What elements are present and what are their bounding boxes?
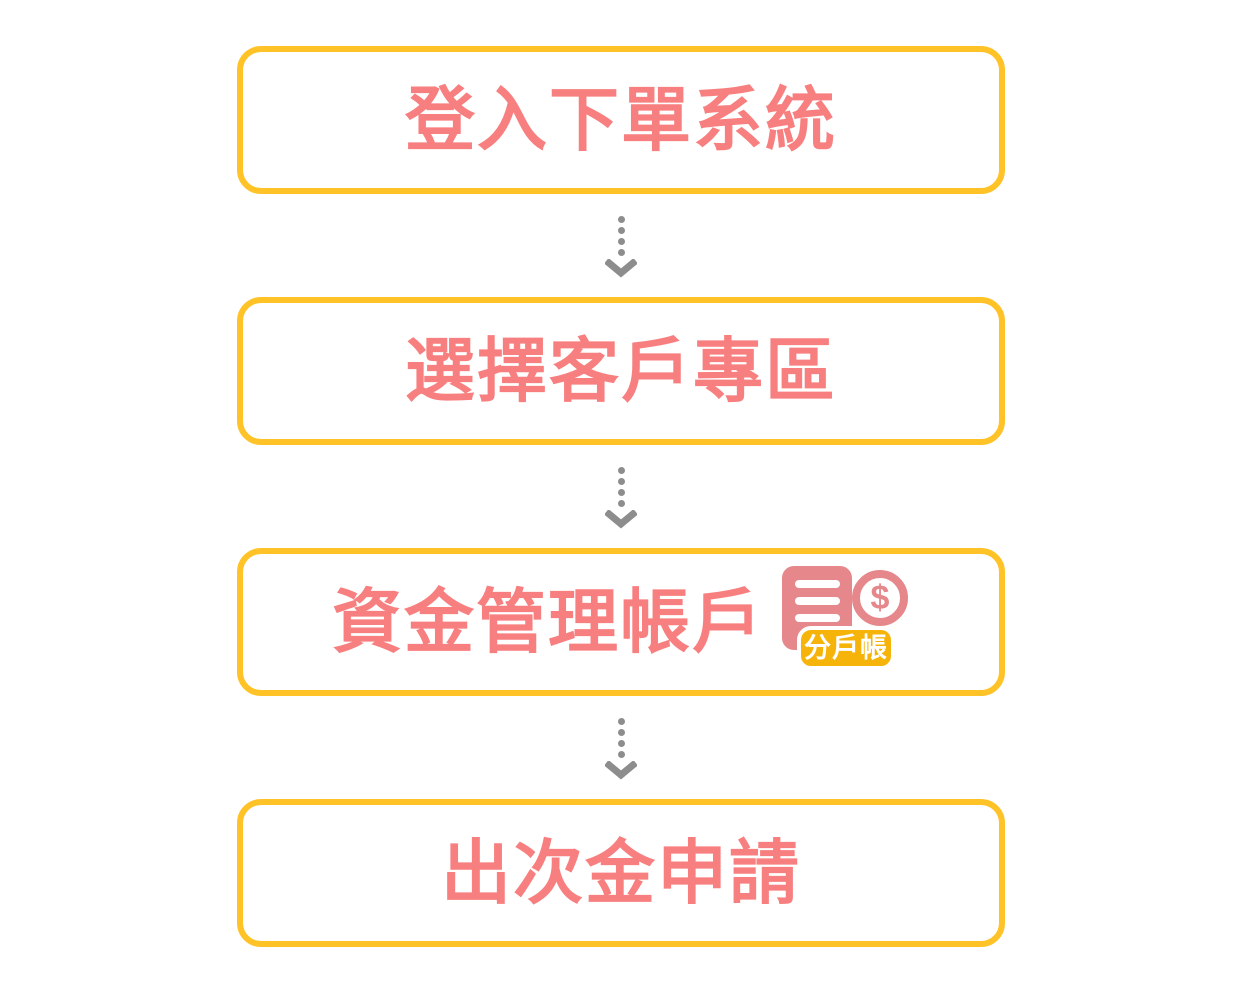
- step-label-fund-account: 資金管理帳戶: [332, 583, 764, 661]
- flow-arrow-icon: [237, 696, 1005, 799]
- arrow-dot: [617, 477, 625, 485]
- arrow-dot: [617, 739, 625, 747]
- dollar-circle-icon: $: [852, 570, 908, 626]
- dollar-sign: $: [870, 579, 890, 617]
- step-label-login: 登入下單系統: [405, 81, 837, 159]
- arrow-dot: [617, 226, 625, 234]
- arrow-dot: [617, 466, 625, 474]
- flowchart: 登入下單系統 選擇客戶專區 資金管理帳戶: [237, 46, 1005, 947]
- arrow-dot: [617, 237, 625, 245]
- step-box-customer-area: 選擇客戶專區: [237, 297, 1005, 445]
- ledger-line: [795, 597, 840, 605]
- step-box-withdrawal-application: 出次金申請: [237, 799, 1005, 947]
- arrow-dot: [617, 248, 625, 256]
- chevron-down-icon: [605, 258, 637, 278]
- chevron-down-icon: [605, 760, 637, 780]
- arrow-dot: [617, 728, 625, 736]
- sub-account-ledger-icon: $ 分戶帳: [782, 566, 910, 678]
- step-box-fund-account: 資金管理帳戶 $ 分戶帳: [237, 548, 1005, 696]
- ledger-line: [795, 580, 840, 588]
- arrow-dot: [617, 717, 625, 725]
- flow-arrow-icon: [237, 445, 1005, 548]
- arrow-dot: [617, 499, 625, 507]
- arrow-dot: [617, 750, 625, 758]
- step-label-customer-area: 選擇客戶專區: [405, 332, 837, 410]
- step-label-withdrawal-application: 出次金申請: [441, 834, 801, 912]
- sub-account-badge: 分戶帳: [797, 626, 895, 670]
- ledger-line: [795, 614, 840, 622]
- step-box-login: 登入下單系統: [237, 46, 1005, 194]
- arrow-dot: [617, 488, 625, 496]
- arrow-dot: [617, 215, 625, 223]
- chevron-down-icon: [605, 509, 637, 529]
- flow-arrow-icon: [237, 194, 1005, 297]
